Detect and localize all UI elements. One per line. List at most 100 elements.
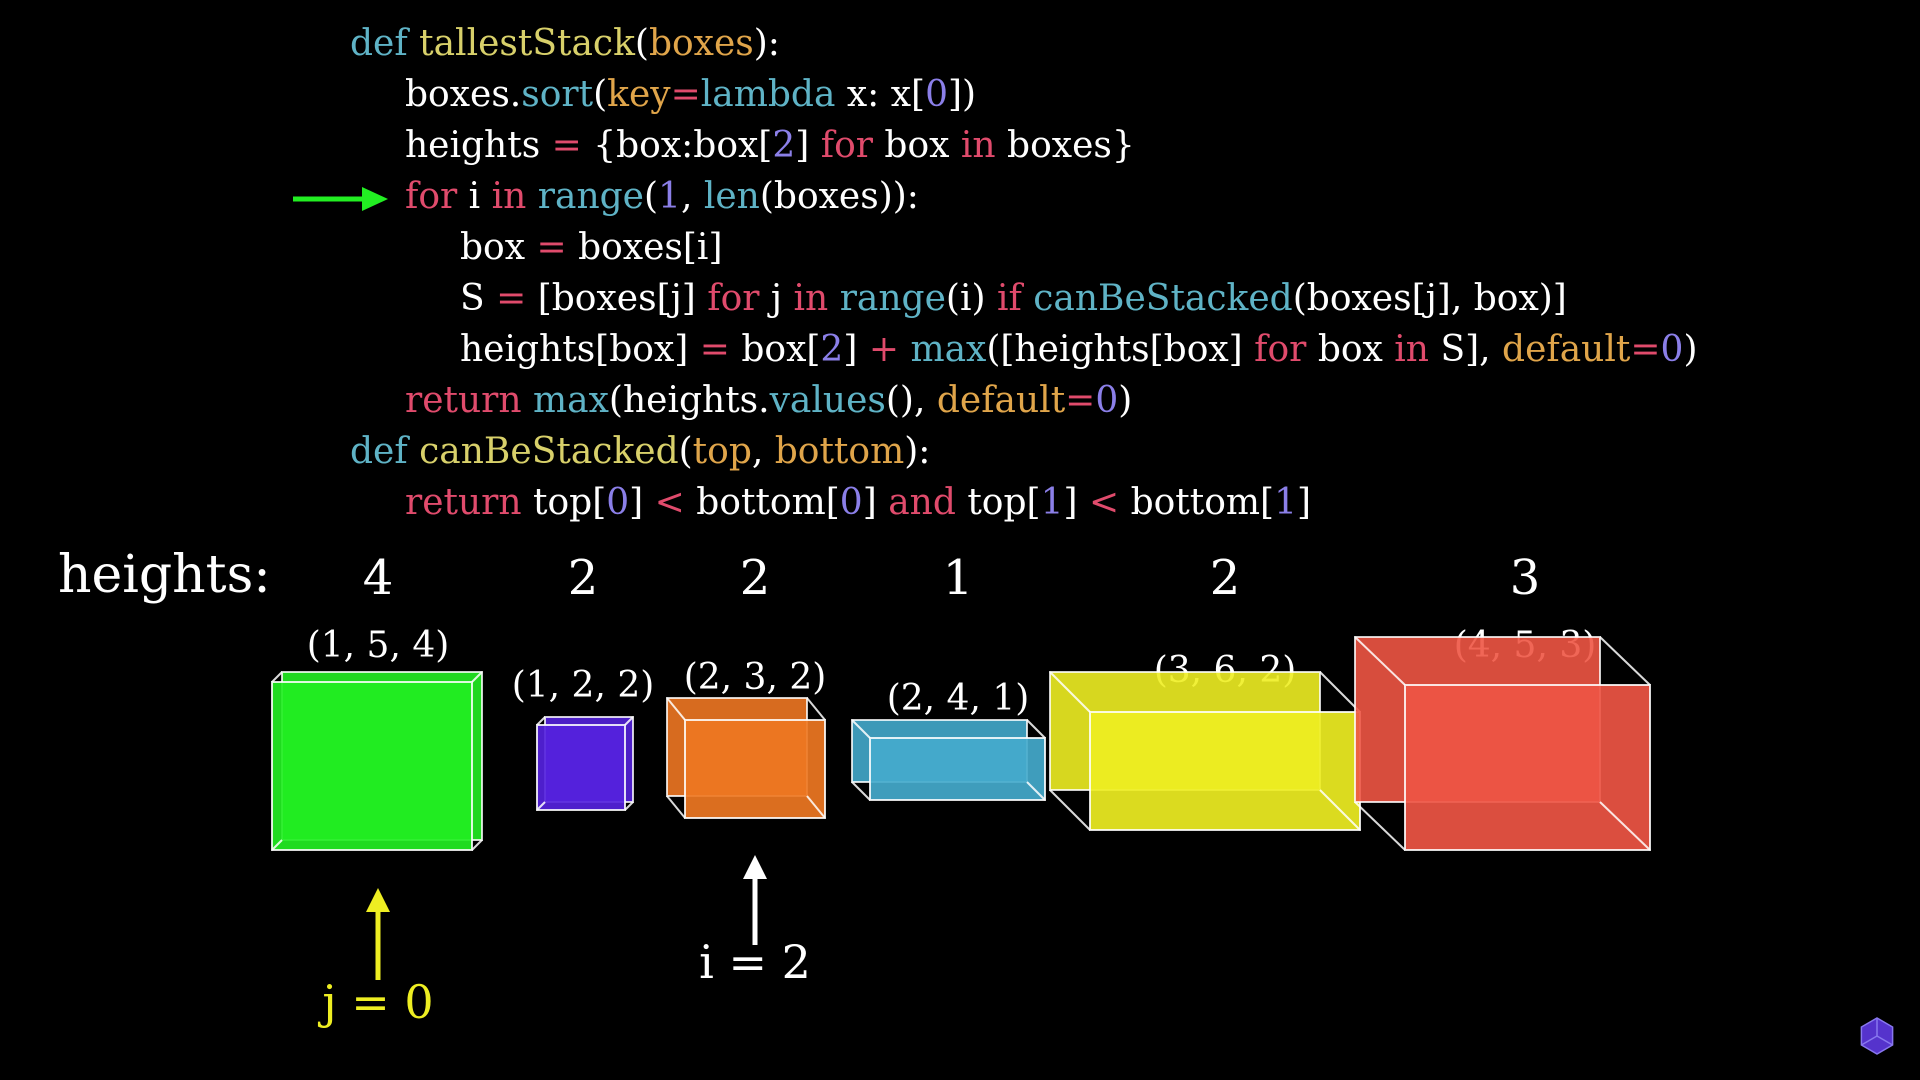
code-line: heights = {box:box[2] for box in boxes}	[405, 120, 1135, 171]
code-token: boxes}	[1007, 125, 1135, 166]
code-token: ]	[795, 125, 821, 166]
code-token: (	[593, 74, 608, 115]
code-token: 1	[1040, 482, 1064, 523]
height-value: 2	[567, 550, 599, 606]
code-token: default	[1502, 329, 1631, 370]
code-token: tallestStack	[419, 23, 635, 64]
pointer-i-label: i = 2	[699, 935, 811, 989]
code-token: S	[460, 278, 497, 319]
code-token: 0	[925, 74, 949, 115]
pointer-i-arrow-icon	[743, 855, 767, 945]
code-token: 0	[606, 482, 630, 523]
code-token: len	[703, 176, 760, 217]
code-line: heights[box] = box[2] + max([heights[box…	[460, 324, 1697, 375]
code-token: in	[491, 176, 538, 217]
code-token: heights[box]	[460, 329, 700, 370]
code-token: (i)	[945, 278, 997, 319]
code-token: in	[1394, 329, 1441, 370]
code-token: return	[405, 380, 534, 421]
code-token: ):	[753, 23, 780, 64]
code-token: canBeStacked	[1033, 278, 1293, 319]
box-6	[1354, 636, 1651, 851]
code-line: for i in range(1, len(boxes)):	[405, 171, 919, 222]
code-token: values	[769, 380, 886, 421]
code-token: =	[551, 125, 594, 166]
code-token: boxes	[648, 23, 754, 64]
height-value: 1	[942, 550, 974, 606]
code-token: x: x[	[846, 74, 926, 115]
code-token: and	[888, 482, 968, 523]
box-4	[851, 719, 1046, 801]
height-value: 2	[739, 550, 771, 606]
code-token: (	[644, 176, 659, 217]
code-token: (	[634, 23, 649, 64]
code-token: (),	[885, 380, 937, 421]
code-token: +	[868, 329, 911, 370]
code-token: box	[1317, 329, 1395, 370]
code-token: for	[707, 278, 771, 319]
code-token: =	[496, 278, 538, 319]
code-token: bottom	[774, 431, 905, 472]
code-line: return top[0] < bottom[0] and top[1] < b…	[405, 477, 1311, 528]
code-token: top[	[533, 482, 607, 523]
code-token: ]	[629, 482, 655, 523]
code-token: 0	[1095, 380, 1119, 421]
code-token: canBeStacked	[419, 431, 679, 472]
code-token: ,	[680, 176, 704, 217]
code-token: ]	[843, 329, 869, 370]
code-token: 1	[658, 176, 681, 217]
code-token: ]	[1063, 482, 1089, 523]
code-token: in	[793, 278, 840, 319]
code-token: default	[936, 380, 1066, 421]
code-token: range	[839, 278, 946, 319]
code-line: box = boxes[i]	[460, 222, 722, 273]
code-token: heights	[405, 125, 552, 166]
code-token: for	[820, 125, 885, 166]
code-token: [boxes[j]	[537, 278, 708, 319]
box-tuple-label: (1, 2, 2)	[511, 665, 655, 706]
code-token: range	[537, 176, 644, 217]
code-token: 2	[820, 329, 844, 370]
box-tuple-label: (2, 3, 2)	[683, 657, 827, 698]
code-token: (	[678, 431, 693, 472]
pointer-j-label: j = 0	[322, 975, 434, 1029]
pointer-j-arrow-icon	[366, 888, 390, 980]
box-3	[666, 697, 826, 819]
code-token: boxes[i]	[578, 227, 723, 268]
code-token: )	[1683, 329, 1698, 370]
code-token: ([heights[box]	[986, 329, 1255, 370]
code-token: 2	[772, 125, 796, 166]
code-token: ,	[751, 431, 775, 472]
code-token: (heights.	[608, 380, 770, 421]
code-token: key	[607, 74, 671, 115]
height-value: 4	[362, 550, 394, 606]
code-line: def tallestStack(boxes):	[350, 18, 780, 69]
code-token: box	[460, 227, 537, 268]
code-token: if	[996, 278, 1034, 319]
box-5	[1049, 671, 1361, 831]
code-token: boxes.	[405, 74, 522, 115]
height-value: 2	[1209, 550, 1241, 606]
code-token: def	[350, 431, 420, 472]
code-token: lambda	[700, 74, 847, 115]
code-line: def canBeStacked(top, bottom):	[350, 426, 930, 477]
code-token: top[	[967, 482, 1041, 523]
code-token: =	[699, 329, 742, 370]
box-2	[536, 716, 634, 811]
code-token: return	[405, 482, 534, 523]
code-token: ])	[948, 74, 977, 115]
code-token: {box:box[	[593, 125, 773, 166]
code-token: 0	[1660, 329, 1684, 370]
code-token: S],	[1440, 329, 1503, 370]
code-token: =	[670, 74, 701, 115]
code-token: ):	[904, 431, 931, 472]
code-token: )	[1118, 380, 1133, 421]
code-token: bottom[	[1130, 482, 1275, 523]
code-token: <	[654, 482, 697, 523]
heights-label: heights:	[58, 545, 271, 605]
code-line: return max(heights.values(), default=0)	[405, 375, 1132, 426]
code-token: bottom[	[696, 482, 840, 523]
code-token: 0	[839, 482, 863, 523]
code-token: <	[1088, 482, 1131, 523]
